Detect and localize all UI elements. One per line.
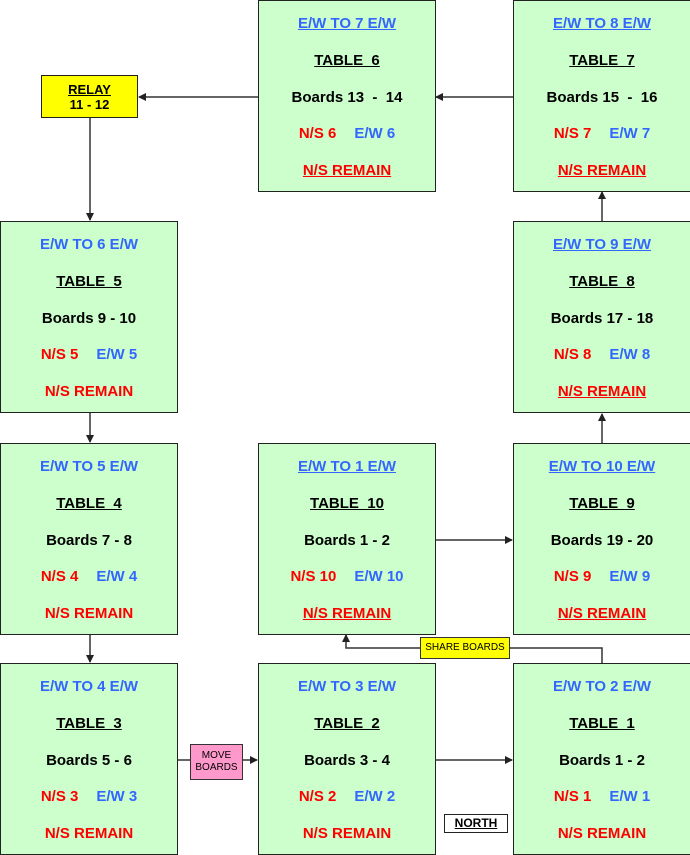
- line-t1-to-share: [510, 647, 603, 663]
- ns-remain-label: N/S REMAIN: [557, 825, 647, 842]
- pair-labels: N/S 9 E/W 9: [514, 568, 690, 586]
- move-boards-box: MOVE BOARDS: [190, 744, 243, 780]
- move-boards-line2: BOARDS: [195, 762, 238, 773]
- ns-pair-label: N/S 5: [40, 346, 79, 363]
- boards-label: Boards 9 - 10: [41, 310, 137, 327]
- table-4-box: E/W TO 5 E/W TABLE 4 Boards 7 - 8 N/S 4 E/W …: [0, 443, 178, 635]
- table-3-box: E/W TO 4 E/W TABLE 3 Boards 5 - 6 N/S 3 E/W …: [0, 663, 178, 855]
- boards-label: Boards 5 - 6: [46, 752, 132, 769]
- ns-pair-label: N/S 7: [553, 125, 592, 142]
- boards-label: Boards 1 - 2: [304, 532, 390, 549]
- ns-remain-label: N/S REMAIN: [44, 383, 134, 400]
- ns-remain-label: N/S REMAIN: [557, 383, 647, 400]
- table-title: TABLE 2: [314, 715, 380, 732]
- ns-remain-label: N/S REMAIN: [302, 605, 392, 622]
- table-title: TABLE 8: [569, 273, 635, 290]
- ew-pair-label: E/W 1: [609, 788, 651, 805]
- boards-label: Boards 3 - 4: [304, 752, 390, 769]
- ns-pair-label: N/S 3: [40, 788, 79, 805]
- table-title: TABLE 3: [56, 715, 122, 732]
- pair-labels: N/S 1 E/W 1: [514, 788, 690, 806]
- pair-labels: N/S 7 E/W 7: [514, 125, 690, 143]
- boards-label: Boards 1 - 2: [559, 752, 645, 769]
- ew-move-instruction: E/W TO 8 E/W: [552, 15, 652, 32]
- boards-label: Boards 7 - 8: [46, 532, 132, 549]
- ew-pair-label: E/W 6: [354, 125, 396, 142]
- ew-pair-label: E/W 7: [609, 125, 651, 142]
- ns-pair-label: N/S 8: [553, 346, 592, 363]
- ew-move-instruction: E/W TO 1 E/W: [297, 458, 397, 475]
- relay-box: RELAY 11 - 12: [41, 75, 138, 118]
- ew-move-instruction: E/W TO 5 E/W: [39, 458, 139, 475]
- boards-label: Boards 15 - 16: [546, 89, 658, 106]
- ew-pair-label: E/W 5: [96, 346, 138, 363]
- pair-labels: N/S 5 E/W 5: [1, 346, 177, 364]
- ew-move-instruction: E/W TO 10 E/W: [548, 458, 656, 475]
- ns-remain-label: N/S REMAIN: [557, 162, 647, 179]
- table-10-box: E/W TO 1 E/W TABLE 10 Boards 1 - 2 N/S 10 E/…: [258, 443, 436, 635]
- share-boards-box: SHARE BOARDS: [420, 637, 510, 659]
- table-5-box: E/W TO 6 E/W TABLE 5 Boards 9 - 10 N/S 5 E/W…: [0, 221, 178, 413]
- ew-move-instruction: E/W TO 4 E/W: [39, 678, 139, 695]
- ns-remain-label: N/S REMAIN: [302, 162, 392, 179]
- ew-pair-label: E/W 9: [609, 568, 651, 585]
- ew-move-instruction: E/W TO 9 E/W: [552, 236, 652, 253]
- table-8-box: E/W TO 9 E/W TABLE 8 Boards 17 - 18 N/S 8 E/…: [513, 221, 690, 413]
- table-title: TABLE 1: [569, 715, 635, 732]
- table-1-box: E/W TO 2 E/W TABLE 1 Boards 1 - 2 N/S 1 E/W …: [513, 663, 690, 855]
- ew-pair-label: E/W 4: [96, 568, 138, 585]
- move-boards-line1: MOVE: [201, 750, 232, 761]
- pair-labels: N/S 2 E/W 2: [259, 788, 435, 806]
- ew-move-instruction: E/W TO 7 E/W: [297, 15, 397, 32]
- ns-remain-label: N/S REMAIN: [44, 825, 134, 842]
- ew-move-instruction: E/W TO 2 E/W: [552, 678, 652, 695]
- ns-pair-label: N/S 6: [298, 125, 337, 142]
- table-2-box: E/W TO 3 E/W TABLE 2 Boards 3 - 4 N/S 2 E/W …: [258, 663, 436, 855]
- table-7-box: E/W TO 8 E/W TABLE 7 Boards 15 - 16 N/S 7 E/…: [513, 0, 690, 192]
- table-9-box: E/W TO 10 E/W TABLE 9 Boards 19 - 20 N/S 9 E…: [513, 443, 690, 635]
- ns-pair-label: N/S 2: [298, 788, 337, 805]
- ew-move-instruction: E/W TO 6 E/W: [39, 236, 139, 253]
- ns-pair-label: N/S 9: [553, 568, 592, 585]
- table-title: TABLE 4: [56, 495, 122, 512]
- ew-pair-label: E/W 8: [609, 346, 651, 363]
- table-title: TABLE 7: [569, 52, 635, 69]
- boards-label: Boards 17 - 18: [550, 310, 654, 327]
- ns-remain-label: N/S REMAIN: [44, 605, 134, 622]
- pair-labels: N/S 3 E/W 3: [1, 788, 177, 806]
- ew-pair-label: E/W 3: [96, 788, 138, 805]
- ns-pair-label: N/S 10: [290, 568, 337, 585]
- ns-pair-label: N/S 1: [553, 788, 592, 805]
- north-label: NORTH: [444, 814, 508, 833]
- table-6-box: E/W TO 7 E/W TABLE 6 Boards 13 - 14 N/S 6 E/…: [258, 0, 436, 192]
- ew-move-instruction: E/W TO 3 E/W: [297, 678, 397, 695]
- relay-boards: 11 - 12: [69, 97, 110, 112]
- table-title: TABLE 10: [310, 495, 384, 512]
- table-title: TABLE 9: [569, 495, 635, 512]
- table-title: TABLE 6: [314, 52, 380, 69]
- boards-label: Boards 19 - 20: [550, 532, 654, 549]
- arrow-share-to-t10: [342, 634, 420, 649]
- ns-pair-label: N/S 4: [40, 568, 79, 585]
- pair-labels: N/S 10 E/W 10: [259, 568, 435, 586]
- pair-labels: N/S 8 E/W 8: [514, 346, 690, 364]
- ew-pair-label: E/W 10: [354, 568, 404, 585]
- relay-label: RELAY: [68, 82, 111, 97]
- pair-labels: N/S 4 E/W 4: [1, 568, 177, 586]
- ns-remain-label: N/S REMAIN: [557, 605, 647, 622]
- ns-remain-label: N/S REMAIN: [302, 825, 392, 842]
- ew-pair-label: E/W 2: [354, 788, 396, 805]
- pair-labels: N/S 6 E/W 6: [259, 125, 435, 143]
- boards-label: Boards 13 - 14: [291, 89, 403, 106]
- table-title: TABLE 5: [56, 273, 122, 290]
